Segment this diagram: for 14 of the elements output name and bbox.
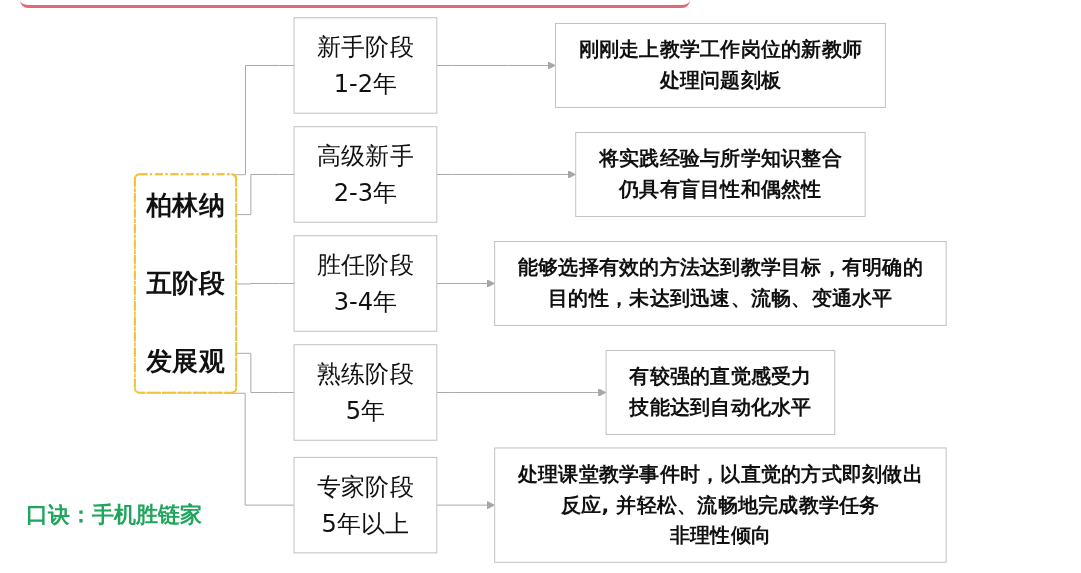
connector	[236, 283, 295, 285]
node-box: 熟练阶段 5年	[293, 344, 438, 441]
node-box: 胜任阶段 3-4年	[293, 235, 438, 332]
connector	[236, 352, 295, 393]
connector	[236, 174, 295, 216]
node-box: 处理课堂教学事件时，以直觉的方式即刻做出反应, 并轻松、流畅地完成教学任务 非理性倾向	[494, 447, 947, 563]
node-box: 新手阶段 1-2年	[293, 17, 438, 114]
node-box: 有较强的直觉感受力 技能达到自动化水平	[605, 350, 836, 435]
node-box: 刚刚走上教学工作岗位的新教师 处理问题刻板	[554, 23, 886, 108]
node-box: 将实践经验与所学知识整合 仍具有盲目性和偶然性	[575, 132, 866, 217]
node-box: 能够选择有效的方法达到教学目标，有明确的目的性，未达到迅速、流畅、变通水平	[494, 241, 947, 326]
node-box: 专家阶段 5年以上	[293, 456, 438, 554]
node-box: 高级新手 2-3年	[293, 126, 438, 223]
mnemonic-note: 口诀：手机胜链家	[26, 501, 202, 529]
